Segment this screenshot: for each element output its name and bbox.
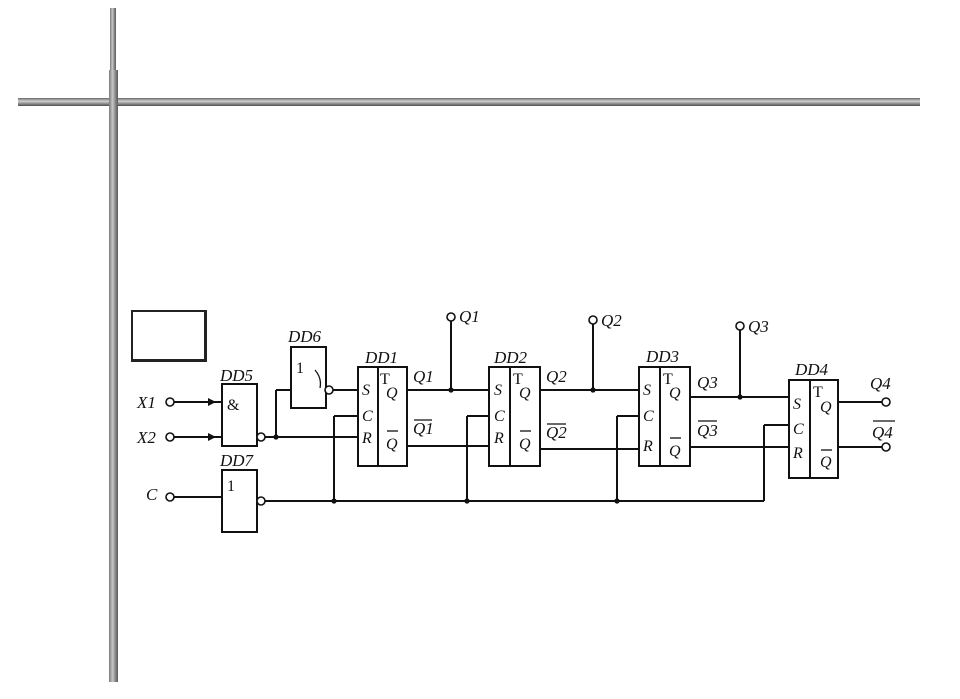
tap-q3-label: Q3 — [748, 317, 769, 336]
output-q4-label: Q4 — [870, 374, 891, 393]
flipflop-dd3-label: DD3 — [645, 347, 679, 366]
tap-q1-label: Q1 — [459, 307, 480, 326]
gate-dd6-body — [290, 346, 327, 409]
flipflop-dd1-body — [357, 366, 408, 467]
flipflop-dd3-body — [638, 366, 691, 467]
gate-dd5-body — [221, 383, 258, 447]
flipflop-dd2-body — [488, 366, 541, 467]
gate-dd7: DD7 1 — [219, 451, 266, 533]
flipflop-dd2-pin-s: S — [494, 382, 502, 399]
flipflop-dd3-qbar-output-label: Q3 — [697, 421, 718, 440]
frame-vertical-bar — [109, 70, 118, 682]
tap-q1-terminal — [446, 312, 456, 322]
gate-dd5-label: DD5 — [219, 366, 253, 385]
gate-dd6-label: DD6 — [287, 327, 322, 346]
output-q4bar-terminal — [881, 442, 891, 452]
flipflop-dd4-body — [788, 379, 839, 479]
flipflop-dd1-type: T — [380, 371, 390, 388]
flipflop-dd2-type: T — [513, 371, 523, 388]
input-c: C — [146, 485, 222, 504]
input-x1-terminal — [165, 397, 175, 407]
flipflop-dd1-pin-s: S — [362, 382, 370, 399]
flipflop-dd1-label: DD1 — [364, 348, 398, 367]
flipflop-dd3-pin-qbar: Q — [669, 443, 681, 460]
flipflop-dd2-qbar-output-label: Q2 — [546, 423, 567, 442]
flipflop-dd4: DD4 S C R T Q Q — [788, 360, 839, 479]
input-x1: X1 — [136, 393, 222, 412]
flipflop-dd1-pin-qbar: Q — [386, 436, 398, 453]
flipflop-dd2: DD2 S C R T Q Q — [488, 348, 541, 467]
flipflop-dd2-q-output-label: Q2 — [546, 367, 567, 386]
flipflop-dd4-pin-c: C — [793, 421, 804, 438]
flipflop-dd1-pin-c: C — [362, 408, 373, 425]
flipflop-dd4-label: DD4 — [794, 360, 829, 379]
flipflop-dd2-pin-r: R — [493, 430, 504, 447]
frame-vertical-bar-upper — [110, 8, 116, 100]
flipflop-dd4-pin-q: Q — [820, 399, 832, 416]
tap-q3-terminal — [735, 321, 745, 331]
flipflop-dd3-pin-r: R — [642, 438, 653, 455]
gate-dd7-inverter-bubble — [256, 496, 266, 506]
flipflop-dd1-pin-r: R — [361, 430, 372, 447]
flipflop-dd1-q-output-label: Q1 — [413, 367, 434, 386]
flipflop-dd4-pin-qbar: Q — [820, 454, 832, 471]
flipflop-dd2-pin-qbar: Q — [519, 436, 531, 453]
input-c-terminal — [165, 492, 175, 502]
output-q4bar-label: Q4 — [872, 423, 893, 442]
flipflop-dd2-pin-q: Q — [519, 385, 531, 402]
gate-dd5-symbol: & — [227, 397, 240, 414]
gate-dd5-inverter-bubble — [256, 432, 266, 442]
flipflop-dd3-pin-c: C — [643, 408, 654, 425]
gate-dd7-symbol: 1 — [227, 478, 235, 495]
flipflop-dd4-pin-s: S — [793, 396, 801, 413]
flipflop-dd3-type: T — [663, 371, 673, 388]
flipflop-dd3-q-output-label: Q3 — [697, 373, 718, 392]
input-x1-arrow-icon — [208, 398, 216, 406]
flipflop-dd1: DD1 S C R T Q Q — [357, 348, 408, 467]
flipflop-dd1-pin-q: Q — [386, 385, 398, 402]
gate-dd6-inverter-bubble — [324, 385, 334, 395]
empty-placeholder-box — [131, 310, 207, 362]
gate-dd6-symbol: 1 — [296, 360, 304, 377]
flipflop-dd4-type: T — [813, 384, 823, 401]
flipflop-dd2-label: DD2 — [493, 348, 528, 367]
gate-dd5: DD5 & — [219, 366, 266, 447]
flipflop-dd4-pin-r: R — [792, 445, 803, 462]
frame-horizontal-bar — [18, 98, 920, 106]
tap-q2-terminal — [588, 315, 598, 325]
flipflop-dd3-pin-q: Q — [669, 385, 681, 402]
input-x2-terminal — [165, 432, 175, 442]
flipflop-dd1-qbar-output-label: Q1 — [413, 419, 434, 438]
flipflop-dd2-pin-c: C — [494, 408, 505, 425]
input-x2-label: X2 — [136, 428, 156, 447]
output-q4-terminal — [881, 397, 891, 407]
flipflop-dd3: DD3 S C R T Q Q — [638, 347, 691, 467]
input-x1-label: X1 — [136, 393, 156, 412]
input-c-label: C — [146, 485, 158, 504]
input-x2: X2 — [136, 428, 222, 447]
input-x2-arrow-icon — [208, 433, 216, 441]
gate-dd7-label: DD7 — [219, 451, 255, 470]
gate-dd7-body — [221, 469, 258, 533]
tap-q2-label: Q2 — [601, 311, 622, 330]
gate-dd6: DD6 1 — [287, 327, 334, 409]
flipflop-dd3-pin-s: S — [643, 382, 651, 399]
